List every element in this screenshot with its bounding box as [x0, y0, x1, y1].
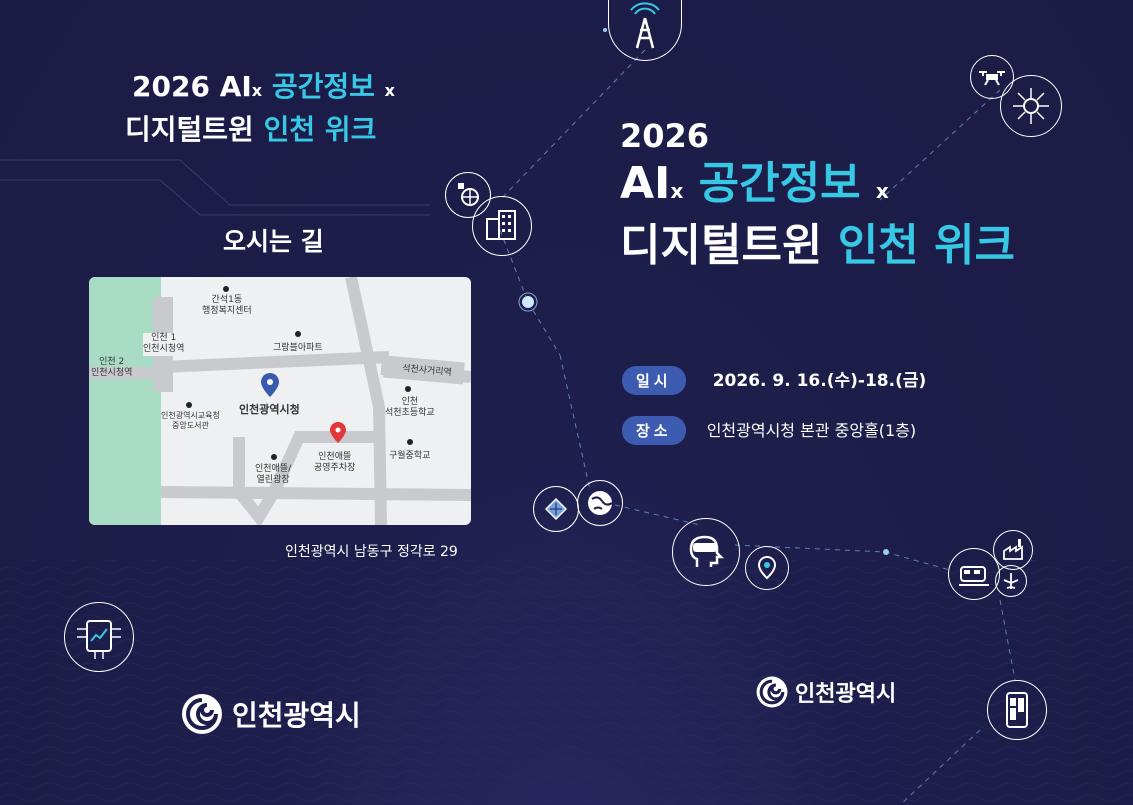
- logo-left-text: 인천광역시: [232, 699, 361, 732]
- train-city-icon: [948, 548, 1000, 600]
- map-dot-library: [186, 402, 192, 408]
- incheon-logo-icon: [182, 694, 222, 734]
- left-title-incheon-week: 인천 위크: [263, 113, 377, 146]
- left-title-ai: AI: [219, 70, 252, 103]
- right-title-x1: x: [670, 179, 684, 203]
- map-dot-ganseok: [223, 286, 229, 292]
- vr-head-icon: [672, 518, 740, 586]
- globe-grid-icon: [445, 172, 491, 218]
- drone-icon: [970, 55, 1014, 99]
- place-badge: 장소: [622, 416, 686, 445]
- earth-icon: [577, 480, 623, 526]
- right-title-ai: AI: [620, 158, 671, 209]
- map-dot-plaza: [271, 454, 277, 460]
- left-title-digital-twin: 디지털트윈: [125, 113, 254, 146]
- left-title-x2: x: [384, 81, 395, 100]
- left-title-x1: x: [251, 81, 263, 100]
- place-value: 인천광역시청 본관 중앙홀(1층): [706, 421, 917, 440]
- map-dot-school1: [405, 386, 411, 392]
- left-title-geo: 공간정보: [271, 70, 375, 103]
- satellite-map-icon: [533, 486, 579, 532]
- right-title-line2: AIx 공간정보 x: [620, 158, 889, 211]
- map-label-cityhall: 인천광역시청: [239, 403, 300, 416]
- location-pin-icon: [745, 546, 789, 590]
- map-dot-school2: [407, 439, 413, 445]
- right-title-digital-twin: 디지털트윈: [620, 220, 823, 271]
- date-row: 일시 2026. 9. 16.(수)-18.(금): [622, 366, 926, 395]
- map-roads: [89, 277, 471, 525]
- airplane-icon: [995, 565, 1027, 597]
- right-title-geo: 공간정보: [698, 158, 861, 209]
- logo-left: 인천광역시: [180, 692, 361, 736]
- left-title-line1: 2026 AIx 공간정보 x: [132, 70, 395, 104]
- left-title-year: 2026: [132, 70, 210, 103]
- place-row: 장소 인천광역시청 본관 중앙홀(1층): [622, 416, 916, 445]
- right-title-incheon-week: 인천 위크: [837, 220, 1015, 271]
- phone-icon: [987, 680, 1047, 740]
- map-dot-apt: [295, 331, 301, 337]
- tablet-chart-icon: [64, 602, 134, 672]
- antenna-icon: [608, 0, 682, 61]
- chip-icon: [1000, 75, 1062, 137]
- date-badge: 일시: [622, 366, 686, 395]
- logo-right: 인천광역시: [755, 675, 896, 709]
- incheon-logo-icon-right: [756, 676, 788, 708]
- building-icon: [472, 196, 532, 256]
- right-title-x2: x: [875, 179, 889, 203]
- right-title-line3: 디지털트윈 인천 위크: [620, 220, 1015, 273]
- date-value: 2026. 9. 16.(수)-18.(금): [712, 371, 927, 391]
- right-title-year: 2026: [620, 117, 710, 155]
- logo-right-text: 인천광역시: [795, 682, 897, 707]
- address-text: 인천광역시 남동구 정각로 29: [285, 544, 458, 560]
- factory-icon: [993, 530, 1033, 570]
- map-label-plaza: 인천애뜰/열린광장: [255, 464, 292, 486]
- map-label-school2: 구월중학교: [389, 451, 431, 461]
- map-label-apt: 그랑블아파트: [273, 343, 323, 353]
- left-title-line2: 디지털트윈 인천 위크: [125, 113, 376, 147]
- directions-heading: 오시는 길: [223, 227, 324, 256]
